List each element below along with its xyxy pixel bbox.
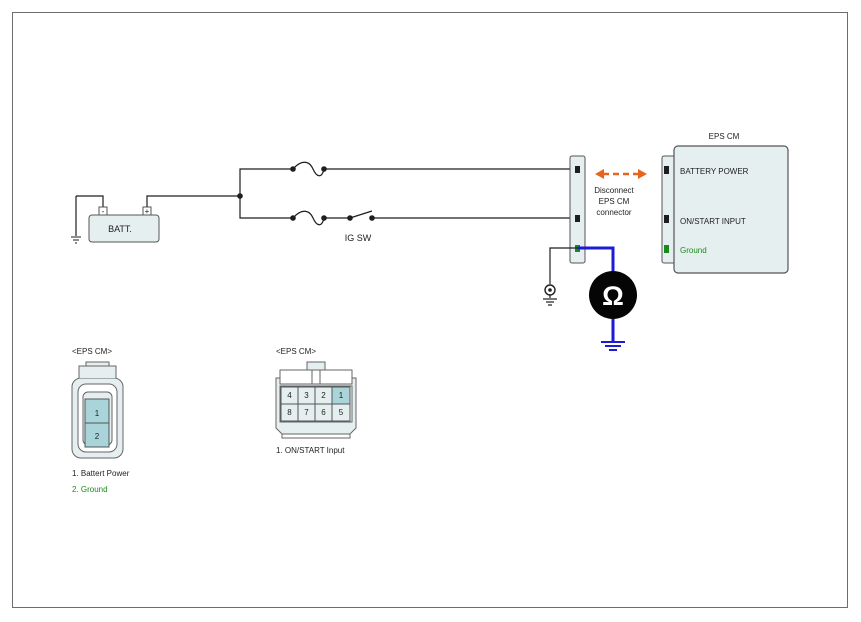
battery-plus-label: + xyxy=(145,207,150,216)
connector-a-title: <EPS CM> xyxy=(72,347,112,356)
battery-ground-icon xyxy=(71,236,81,244)
connector-b-pin-7: 7 xyxy=(304,408,309,417)
connector-view-2pin: <EPS CM> 1 2 1. Battert Power 2. Ground xyxy=(71,347,130,494)
connector-b-pin-6: 6 xyxy=(321,408,326,417)
disconnect-note-line3: connector xyxy=(596,208,631,217)
disconnect-note-line2: EPS CM xyxy=(599,197,630,206)
harness-pin-battery xyxy=(575,166,580,173)
module-pin-ground xyxy=(664,245,669,253)
fuse-upper-icon xyxy=(292,161,325,177)
battery: - + BATT. xyxy=(71,195,160,244)
harness-pin-on-start xyxy=(575,215,580,222)
eps-cm-module[interactable]: EPS CM BATTERY POWER ON/START INPUT Grou… xyxy=(661,132,789,274)
connector-a-pin-1: 1 xyxy=(95,409,100,418)
ohm-symbol: Ω xyxy=(602,281,624,311)
connector-b-cells xyxy=(280,386,351,422)
connector-b-pin-2: 2 xyxy=(321,391,326,400)
module-pin-label-ground: Ground xyxy=(680,246,707,255)
battery-positive-wire xyxy=(146,195,240,207)
connector-a-latch xyxy=(78,361,117,378)
connector-view-8pin: <EPS CM> 4 3 2 1 8 7 6 5 1. ON/START Inp… xyxy=(275,347,357,455)
connector-ground xyxy=(543,247,578,306)
connector-a-legend-2: 2. Ground xyxy=(72,485,108,494)
disconnect-arrow-icon xyxy=(595,169,647,179)
connector-b-cell-5 xyxy=(331,403,351,422)
diagram-frame xyxy=(12,12,848,608)
battery-minus-label: - xyxy=(102,207,105,216)
module-pin-label-on-start: ON/START INPUT xyxy=(680,217,746,226)
meter-lead-positive xyxy=(578,246,615,271)
connector-b-pin-1: 1 xyxy=(339,391,344,400)
fuse-lower-icon xyxy=(292,210,325,226)
connector-b-legend-1: 1. ON/START Input xyxy=(276,446,345,455)
connector-b-title: <EPS CM> xyxy=(276,347,316,356)
branch-upper-wire xyxy=(239,168,293,196)
battery-minus-terminal xyxy=(98,206,108,216)
module-pin-label-battery: BATTERY POWER xyxy=(680,167,749,176)
connector-a-cell-1 xyxy=(84,398,110,424)
module-body xyxy=(673,145,789,274)
junction-dots xyxy=(237,166,375,221)
connector-b-pin-4: 4 xyxy=(287,391,292,400)
ohmmeter-icon xyxy=(589,271,637,319)
module-pin-battery xyxy=(664,166,669,174)
ohmmeter[interactable]: Ω xyxy=(578,246,637,351)
connector-b-pin-3: 3 xyxy=(304,391,309,400)
connector-a-legend-1: 1. Battert Power xyxy=(72,469,130,478)
branch-lower-wire xyxy=(239,196,293,219)
ignition-switch-icon xyxy=(349,210,373,219)
main-wiring xyxy=(146,161,578,226)
battery-label: BATT. xyxy=(108,224,132,234)
ignition-switch-label: IG SW xyxy=(345,233,372,243)
module-title: EPS CM xyxy=(709,132,740,141)
connector-a-pin-2: 2 xyxy=(95,432,100,441)
module-pin-on-start xyxy=(664,215,669,223)
connector-b-latch xyxy=(306,361,326,370)
disconnect-note-line1: Disconnect xyxy=(594,186,634,195)
meter-ground-icon xyxy=(601,341,625,351)
connector-b-pin-5: 5 xyxy=(339,408,344,417)
ground-symbol-icon xyxy=(543,298,557,306)
battery-body xyxy=(88,214,160,243)
connector-b-pin-8: 8 xyxy=(287,408,292,417)
connector-a-cell-2 xyxy=(84,422,110,448)
